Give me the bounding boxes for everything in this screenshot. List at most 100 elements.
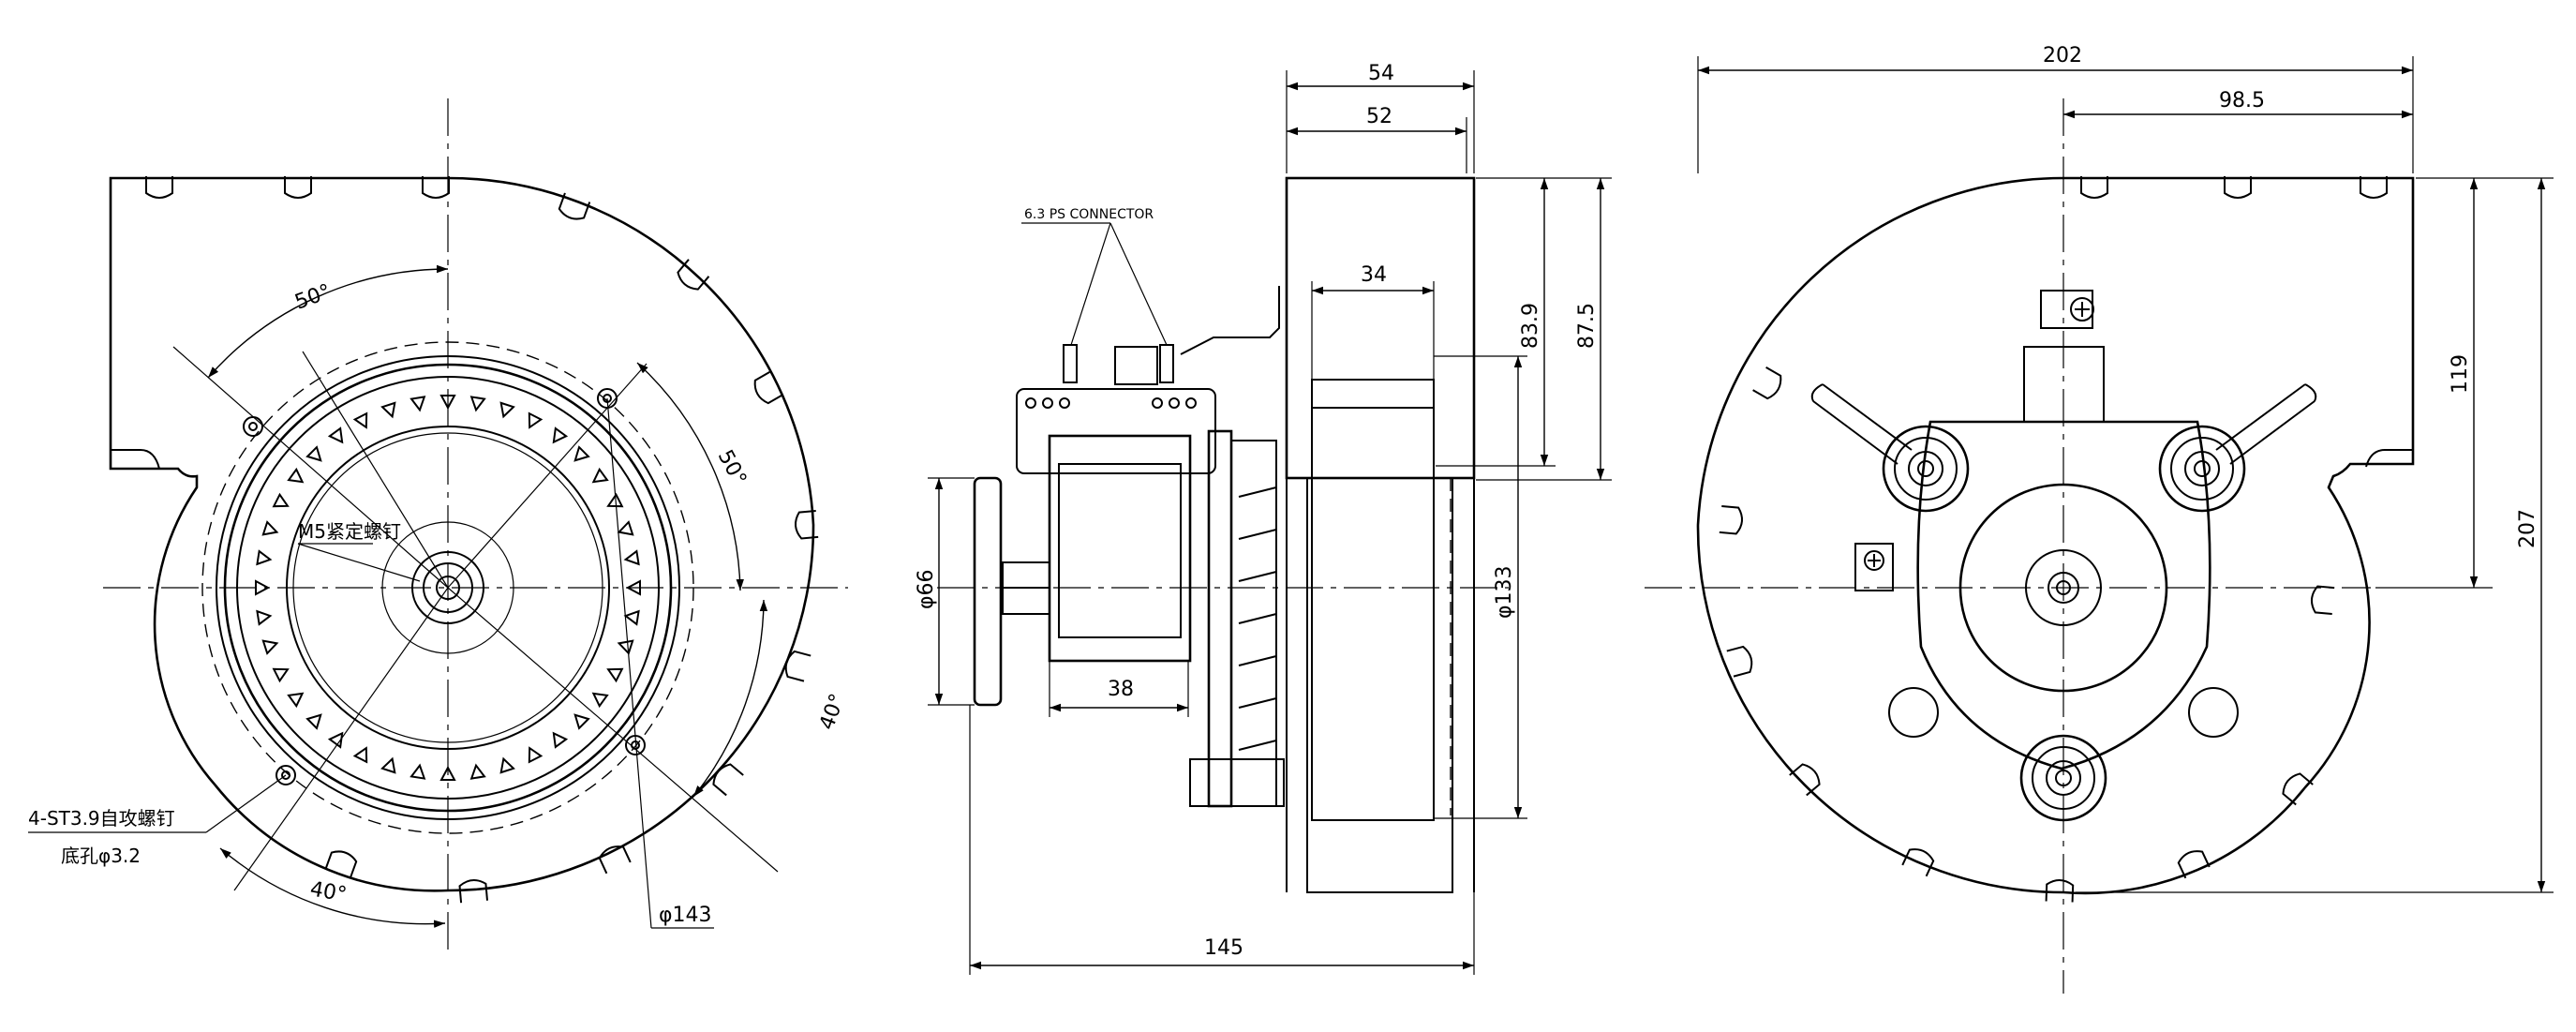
impeller-blade	[439, 395, 456, 411]
front-angle-arc-right	[636, 362, 744, 591]
housing-tab	[458, 879, 488, 904]
impeller-blade	[528, 746, 543, 764]
housing-tab	[795, 510, 819, 540]
dim-83-9: 83.9	[1519, 303, 1542, 349]
impeller-blade	[272, 667, 290, 683]
angle-label-lower-right: 40°	[815, 691, 850, 733]
side-wheel-inner	[1311, 379, 1435, 821]
rear-arm-left	[1810, 383, 1913, 465]
side-bracket	[1114, 346, 1158, 385]
impeller-blade	[327, 731, 344, 749]
impeller-blade	[305, 445, 322, 462]
impeller-blade	[261, 639, 279, 655]
impeller-blade	[409, 396, 426, 412]
housing-tab	[784, 650, 812, 682]
impeller-blade	[327, 426, 344, 444]
impeller-blade	[272, 492, 290, 508]
rear-motor-can	[1958, 483, 2168, 693]
side-lower-clamp	[1189, 758, 1285, 807]
rear-mount-boss-right	[2158, 425, 2246, 513]
front-angle-arc-lower-right	[692, 599, 768, 798]
rear-motor-boss	[2025, 549, 2102, 626]
front-angle-rays	[172, 346, 779, 891]
front-shaft	[436, 576, 460, 600]
connector-leader-a	[1070, 222, 1111, 346]
front-hub-inner	[423, 562, 473, 613]
side-motor-coil	[1058, 463, 1182, 638]
front-volute-housing	[109, 176, 815, 892]
rear-motor-frame	[1916, 420, 2211, 770]
dim-87-5: 87.5	[1575, 303, 1599, 349]
rear-volute-housing	[1696, 176, 2415, 895]
rear-hole-right	[2188, 687, 2239, 738]
housing-tab	[284, 176, 312, 199]
side-motor-stack	[1048, 434, 1192, 663]
rear-housing-tabs	[1719, 176, 2388, 903]
dim-phi143: φ143	[659, 904, 712, 927]
impeller-blade	[623, 609, 640, 626]
rear-view: 202 98.5 119 207	[1645, 44, 2554, 994]
housing-tab	[324, 850, 358, 878]
housing-tab	[1726, 645, 1753, 678]
impeller-blade	[305, 713, 322, 730]
impeller-blade	[380, 756, 396, 774]
side-mount-plate	[1207, 429, 1233, 808]
dim-52: 52	[1366, 105, 1392, 128]
impeller-blade	[352, 746, 368, 764]
base-hole-note: 底孔φ3.2	[61, 845, 141, 867]
impeller-blade	[499, 756, 515, 774]
impeller-blade	[591, 467, 609, 484]
dim-202: 202	[2043, 44, 2082, 67]
dim-38: 38	[1108, 678, 1134, 701]
rear-shaft	[2047, 572, 2079, 604]
side-connector-right	[1159, 344, 1174, 383]
housing-tab	[598, 845, 632, 875]
impeller-blade	[552, 426, 569, 444]
side-wheel-housing-top	[1285, 176, 1476, 480]
housing-tab	[1752, 366, 1782, 400]
housing-tab	[1901, 848, 1935, 877]
housing-tab	[1719, 505, 1743, 535]
side-cooling-disk	[973, 476, 1003, 707]
dim-phi133: φ133	[1493, 565, 1516, 619]
housing-tab	[2360, 176, 2388, 199]
housing-tab	[2311, 585, 2335, 615]
housing-tab	[558, 192, 591, 220]
impeller-blade	[528, 411, 543, 429]
angle-label-bottom: 40°	[308, 877, 349, 906]
dim-145: 145	[1204, 936, 1243, 960]
front-housing-tabs	[145, 176, 819, 904]
impeller-blade	[287, 692, 305, 709]
housing-tab	[2282, 772, 2314, 806]
impeller-blade	[469, 396, 486, 412]
front-hub-plate	[381, 521, 514, 654]
impeller-blade	[623, 549, 640, 566]
impeller-blade	[255, 579, 271, 596]
side-view: 6.3 PS CONNECTOR 54 52 34 83.9 87.5 φ133…	[915, 62, 1612, 975]
housing-tab	[2224, 176, 2252, 199]
front-screw-holes	[243, 388, 646, 785]
impeller-blade	[352, 411, 368, 429]
impeller-blade	[256, 549, 273, 566]
housing-tab	[1789, 763, 1821, 797]
impeller-blade	[573, 445, 590, 462]
set-screw-leader	[297, 543, 421, 582]
impeller-blade	[573, 713, 590, 730]
rear-mount-boss-left	[1882, 425, 1970, 513]
impeller-blade	[617, 520, 634, 536]
impeller-blade	[606, 492, 624, 508]
impeller-blade	[287, 467, 305, 484]
front-view: 50° 50° 40° 40° M5紧定螺钉 4-ST3.9自攻螺钉 底孔φ3.…	[28, 98, 850, 951]
connector-leader-b	[1109, 222, 1168, 346]
impeller-blade	[617, 639, 634, 655]
side-plate-flange	[1230, 440, 1277, 807]
rear-coil-upper	[2023, 346, 2105, 423]
side-fan-blades	[1238, 486, 1277, 751]
housing-tab	[422, 176, 450, 199]
front-housing-bump	[110, 449, 160, 470]
impeller-blade	[552, 731, 569, 749]
rear-mount-boss-bottom	[2019, 734, 2107, 822]
rear-housing-bump	[2365, 449, 2414, 468]
dim-54: 54	[1368, 62, 1394, 85]
